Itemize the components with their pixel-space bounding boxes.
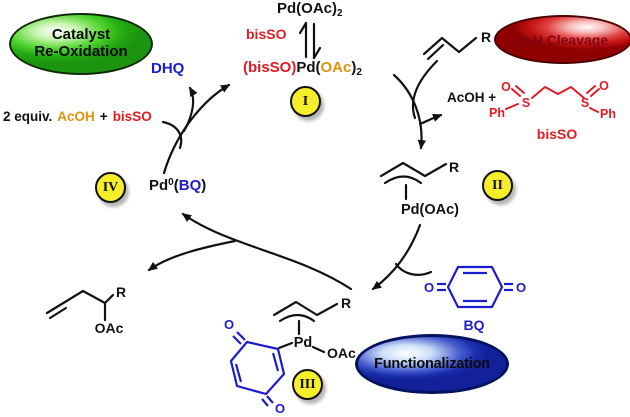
reagents-line: 2 equiv. AcOH + bisSO	[3, 110, 152, 124]
plus-text: +	[99, 109, 108, 124]
product-r-label: R	[116, 284, 126, 300]
arrow-step-iii-to-iv	[147, 212, 353, 291]
arrow-step-iv-to-i	[161, 83, 231, 175]
oac-iii-label: OAc	[327, 345, 356, 361]
ch-cleavage-text: C-H Cleavage	[517, 31, 609, 48]
pd-oac2-label: Pd(OAc)2	[277, 0, 343, 19]
bisso-o-left-label: O	[501, 80, 511, 94]
dhq-label: DHQ	[151, 60, 185, 77]
complex-close-part: )	[351, 59, 357, 76]
catalyst-reoxidation-oval: Catalyst Re-Oxidation	[9, 13, 153, 75]
bisso-ph-left-label: Ph	[489, 106, 505, 120]
step-iv-badge: IV	[95, 172, 126, 203]
allyl-iii-r-label: R	[341, 295, 351, 311]
quinone-o-bottom-label: O	[275, 401, 285, 416]
pi-allyl-pd-structure-iii	[272, 300, 339, 354]
step-iii-badge: III	[292, 369, 323, 400]
complex-i-formula: (bisSO)Pd(OAc)2	[243, 59, 362, 78]
complex-oac-part: OAc	[320, 59, 352, 76]
olefin-r-label: R	[481, 29, 491, 45]
bisso-reagent-text: bisSO	[112, 109, 152, 124]
pd-iii-label: Pd	[294, 335, 313, 351]
bq-o-right-label: O	[516, 280, 526, 295]
quinone-ligand-structure	[229, 331, 286, 407]
complex-pd-part: Pd(	[296, 59, 321, 76]
arrow-step-ii-to-iii	[371, 223, 433, 291]
bisso-equilibrium-label: bisSO	[246, 26, 287, 42]
equiv-text: 2 equiv.	[3, 109, 53, 124]
bisso-ph-right-label: Ph	[600, 107, 616, 121]
catalyst-reoxidation-text: Catalyst Re-Oxidation	[34, 26, 128, 60]
bisso-structure-label: bisSO	[537, 126, 578, 142]
bisso-s-right-label: S	[581, 96, 589, 110]
bq-label: BQ	[464, 317, 485, 333]
acoh-byproduct-label: AcOH +	[447, 90, 497, 105]
benzoquinone-structure	[437, 265, 513, 309]
equilibrium-arrows-icon	[298, 21, 322, 60]
pd0-bq-formula: Pd0(BQ)	[149, 177, 207, 194]
pi-allyl-pd-structure-ii	[379, 161, 448, 201]
paren-open-part: (	[173, 177, 179, 194]
bisso-s-left-label: S	[522, 96, 530, 110]
pd-oac-ii-label: Pd(OAc)	[401, 202, 459, 218]
quinone-o-top-label: O	[224, 317, 234, 332]
ch-cleavage-oval: C-H Cleavage	[494, 15, 630, 64]
terminal-olefin-structure	[422, 36, 478, 61]
bisso-ligand-structure	[505, 85, 600, 113]
bisso-o-right-label: O	[599, 79, 609, 93]
functionalization-oval: Functionalization	[355, 334, 509, 394]
bq-part: BQ	[178, 177, 202, 194]
step-ii-badge: II	[482, 170, 513, 201]
complex-bisso-part: (bisSO)	[243, 59, 297, 76]
acoh-text: AcOH	[57, 109, 95, 124]
allyl-ii-r-label: R	[449, 159, 459, 175]
allylic-acetate-product-structure	[45, 289, 115, 322]
product-oac-label: OAc	[95, 320, 124, 336]
bq-o-left-label: O	[424, 280, 434, 295]
arrow-step-i-to-ii	[392, 59, 443, 150]
step-i-badge: I	[290, 86, 321, 117]
functionalization-text: Functionalization	[374, 356, 490, 372]
pd0-part: Pd	[149, 177, 169, 194]
paren-close-part: )	[201, 177, 207, 194]
